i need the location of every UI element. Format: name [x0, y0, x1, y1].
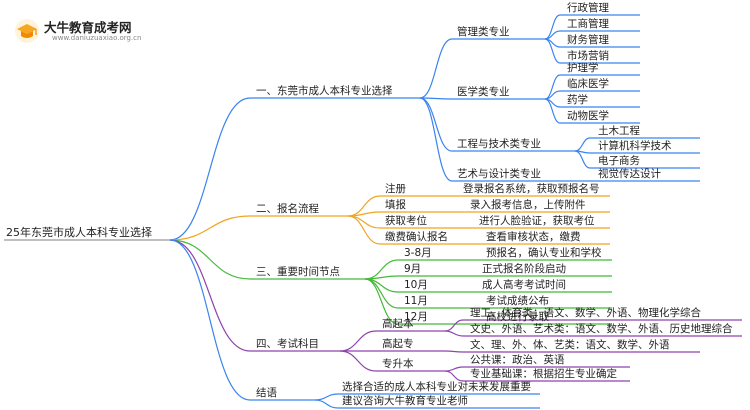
b3-leaf-4: 考试成绩公布: [486, 295, 549, 307]
graduation-cap-logo-icon: [15, 19, 39, 43]
connector-76: [314, 393, 339, 401]
b3-sub-1: 3-8月: [404, 247, 432, 259]
b2-sub-3: 获取考位: [385, 215, 427, 227]
connector-58: [364, 278, 399, 325]
connector-30: [419, 97, 453, 152]
connector-0: [169, 97, 251, 241]
b3-sub-4: 11月: [404, 295, 428, 307]
b4-sub-2: 高起专: [382, 338, 414, 350]
b1-leaf-2-1: 护理学: [567, 62, 599, 74]
connector-10: [419, 38, 453, 99]
connector-18: [544, 38, 561, 64]
b4-leaf-2-1: 文、理、外、体、艺类：语文、数学、外语: [470, 339, 670, 351]
connector-60: [339, 330, 377, 352]
connector-32: [574, 137, 591, 152]
brand-url: www.daniuzuaxiao.org.cn: [52, 34, 142, 42]
b1-leaf-2-2: 临床医学: [567, 78, 609, 90]
branch-4-label: 四、考试科目: [256, 338, 319, 350]
b1-leaf-1-4: 市场营销: [567, 50, 609, 62]
b2-leaf-4: 查看审核状态，缴费: [486, 231, 581, 243]
b2-sub-2: 填报: [385, 199, 406, 211]
b1-leaf-4-1: 视觉传达设计: [598, 168, 661, 180]
connector-68: [444, 350, 464, 353]
b5-leaf-2: 建议咨询大牛教育专业老师: [342, 395, 468, 407]
connector-2: [169, 215, 251, 241]
b1-leaf-3-1: 土木工程: [598, 125, 640, 137]
b4-sub-1: 高起本: [382, 318, 414, 330]
connector-38: [419, 97, 453, 182]
branch-1-label: 一、东莞市成人本科专业选择: [256, 85, 393, 97]
b1-leaf-1-3: 财务管理: [567, 34, 609, 46]
b1-sub-1: 管理类专业: [457, 26, 510, 38]
b4-leaf-1-2: 文史、外语、艺术类：语文、数学、外语、历史地理综合: [470, 323, 733, 335]
b3-sub-5: 12月: [404, 311, 428, 323]
b1-leaf-1-2: 工商管理: [567, 18, 609, 30]
b3-leaf-2: 正式报名阶段启动: [482, 263, 566, 275]
b1-leaf-2-3: 药学: [567, 94, 588, 106]
b2-sub-1: 注册: [385, 183, 406, 195]
connector-48: [347, 215, 381, 245]
connector-8: [169, 239, 251, 401]
b3-sub-3: 10月: [404, 279, 428, 291]
connector-56: [364, 278, 399, 309]
branch-2-label: 二、报名流程: [256, 203, 319, 215]
b2-leaf-2: 录入报考信息，上传附件: [470, 199, 586, 211]
connector-36: [574, 150, 591, 169]
connector-42: [347, 195, 381, 217]
connector-20: [419, 97, 453, 100]
b2-leaf-1: 登录报名系统，获取预报名号: [463, 183, 600, 195]
branch-3-label: 三、重要时间节点: [256, 266, 340, 278]
connector-64: [444, 330, 464, 337]
b1-sub-2: 医学类专业: [457, 86, 510, 98]
b3-leaf-5: 高校进行录取: [486, 311, 549, 323]
connector-62: [444, 319, 464, 332]
b5-leaf-1: 选择合适的成人本科专业对未来发展重要: [342, 381, 531, 393]
connector-44: [347, 211, 381, 217]
connector-52: [364, 275, 399, 280]
brand-title: 大牛教育成考网: [44, 20, 132, 35]
b1-leaf-2-4: 动物医学: [567, 110, 609, 122]
b1-sub-4: 艺术与设计类专业: [457, 168, 541, 180]
b1-leaf-1-1: 行政管理: [567, 2, 609, 14]
b1-leaf-3-3: 电子商务: [598, 155, 640, 167]
b3-leaf-3: 成人高考考试时间: [482, 279, 566, 291]
b4-leaf-3-2: 专业基础课：根据招生专业确定: [470, 368, 617, 380]
connector-70: [339, 350, 377, 372]
branch-5-label: 结语: [256, 387, 277, 399]
b3-sub-2: 9月: [404, 263, 422, 275]
connector-46: [347, 215, 381, 229]
connector-4: [169, 239, 251, 280]
b3-leaf-1: 预报名，确认专业和学校: [486, 247, 602, 259]
connector-78: [314, 399, 339, 409]
connector-6: [169, 239, 251, 352]
mindmap-root: 25年东莞市成人本科专业选择: [6, 226, 152, 239]
b1-sub-3: 工程与技术类专业: [457, 138, 541, 150]
b1-leaf-3-2: 计算机科学技术: [598, 140, 672, 152]
connector-72: [444, 366, 464, 372]
b2-sub-4: 缴费确认报名: [385, 231, 448, 243]
b2-leaf-3: 进行人脸验证，获取考位: [479, 215, 595, 227]
connector-28: [544, 98, 561, 124]
b4-leaf-3-1: 公共课：政治、英语: [470, 354, 565, 366]
b4-leaf-1-1: 理工、体育类：语文、数学、外语、物理化学综合: [470, 307, 701, 319]
b4-sub-3: 专升本: [382, 358, 414, 370]
connector-74: [444, 370, 464, 382]
